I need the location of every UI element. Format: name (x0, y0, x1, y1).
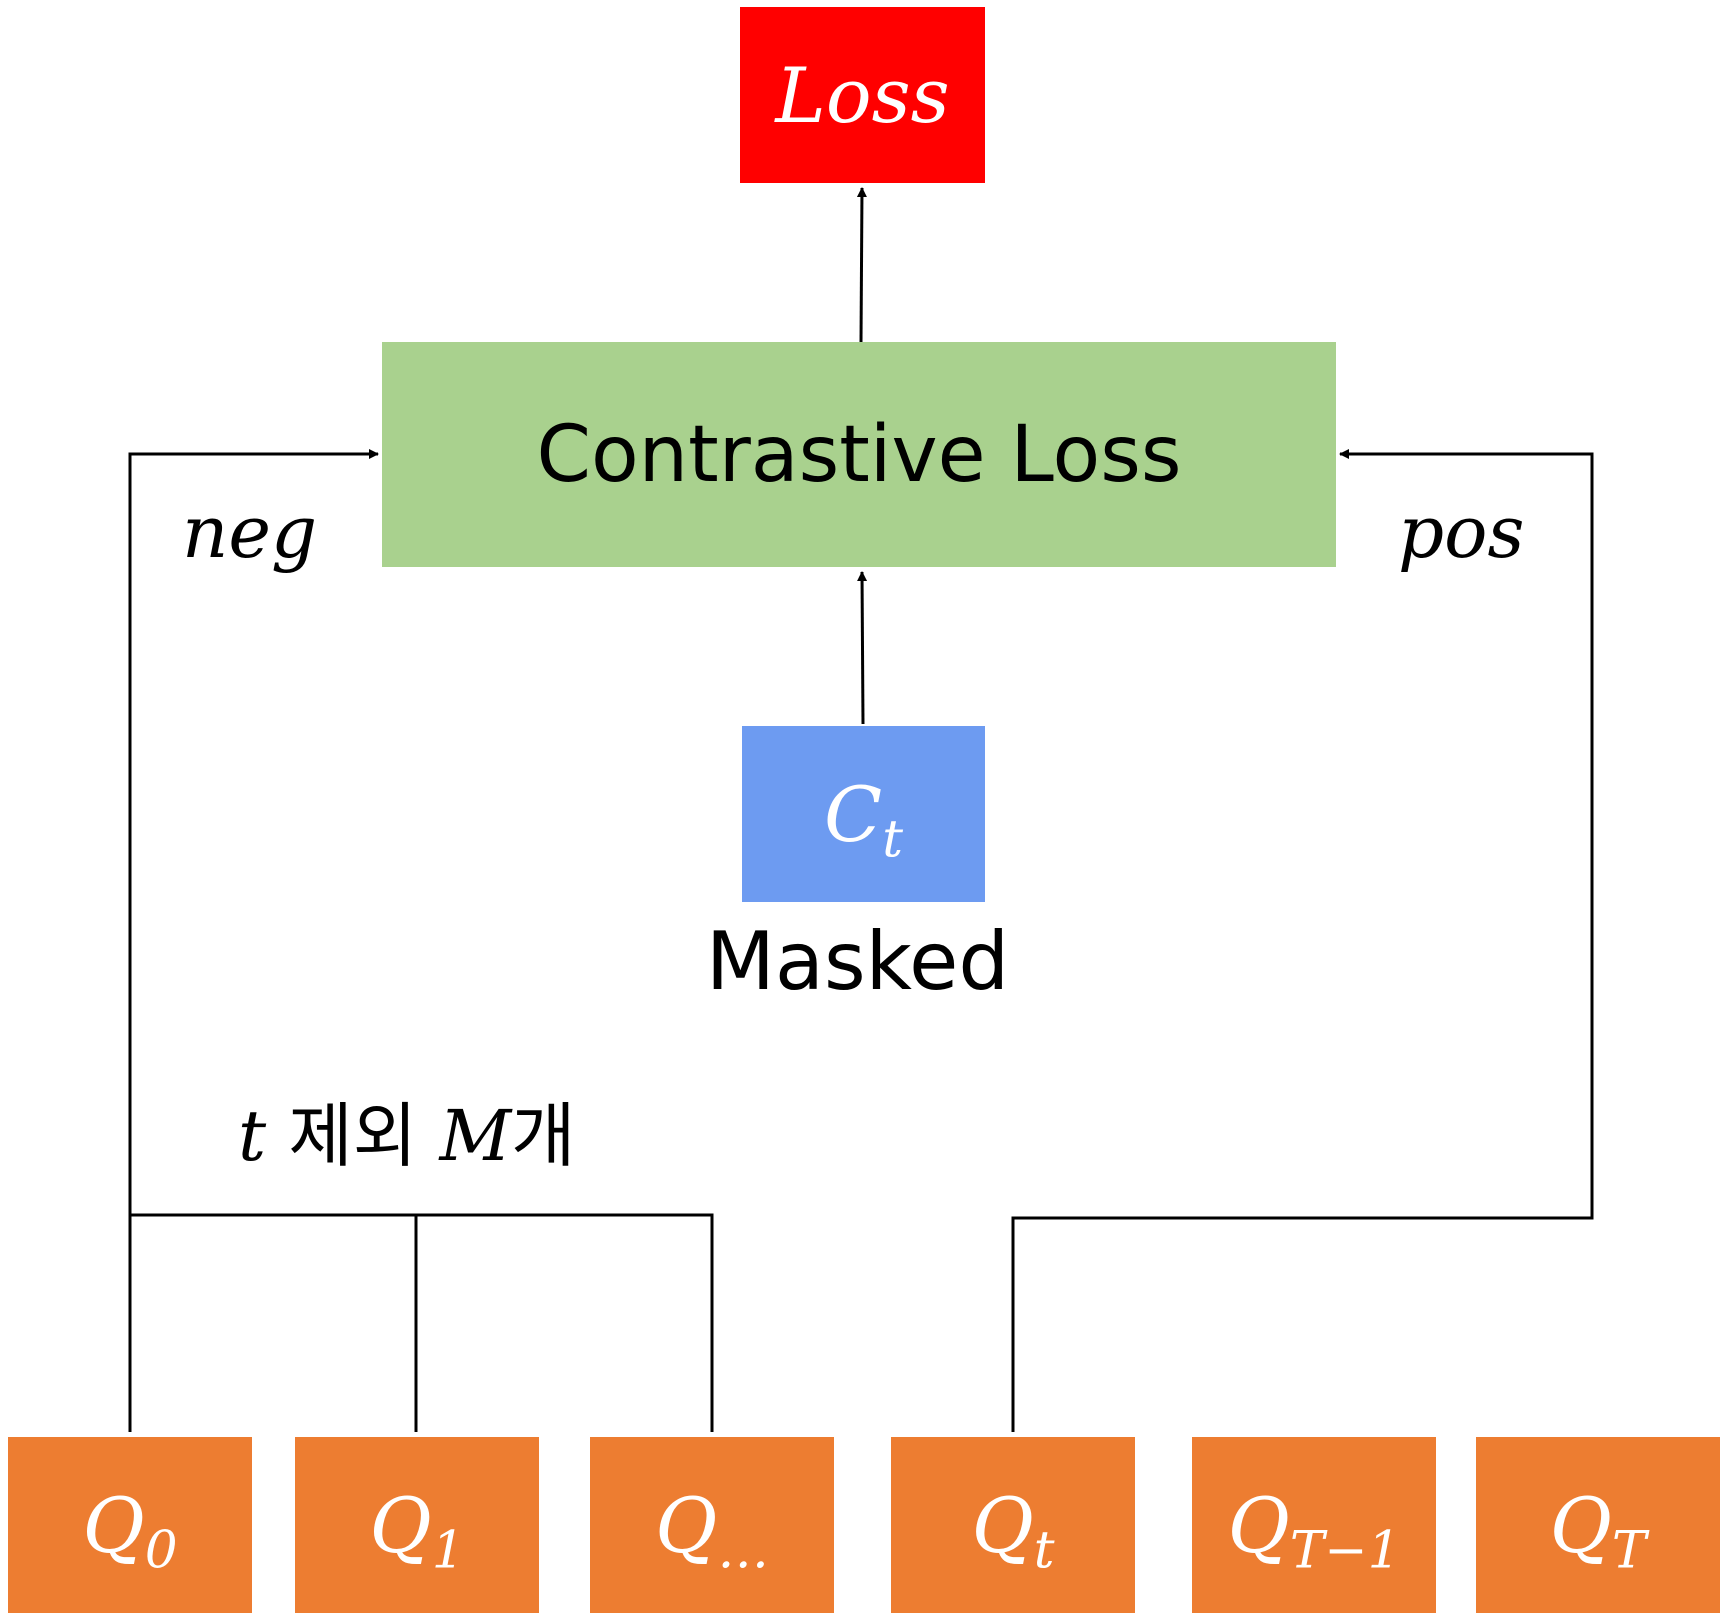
context-vector-box: Ct (742, 726, 985, 902)
loss-label: Loss (775, 50, 950, 140)
pos-label: pos (1398, 490, 1525, 574)
negative-sampling-note: t 제외 M개 (238, 1095, 576, 1177)
quantized-box-q-ellipsis: Q… (590, 1437, 834, 1613)
contrastive-loss-box: Contrastive Loss (382, 342, 1336, 567)
pos-arrow-line (1011, 449, 1594, 1432)
quantized-box-qt: Qt (891, 1437, 1135, 1613)
neg-label: neg (182, 490, 318, 574)
contrastive-loss-label: Contrastive Loss (536, 409, 1182, 500)
neg-arrow-line (128, 449, 379, 1215)
context-vector-label: Ct (824, 769, 903, 869)
quantized-box-qT: QT (1476, 1437, 1720, 1613)
quantized-box-qt-minus-1: QT−1 (1192, 1437, 1436, 1613)
arrow-context-to-contrastive (857, 571, 868, 725)
masked-caption: Masked (705, 915, 1010, 1008)
loss-box: Loss (740, 7, 985, 183)
neg-branch-line (128, 1213, 714, 1432)
quantized-box-q0: Q0 (8, 1437, 252, 1613)
quantized-box-q1: Q1 (295, 1437, 539, 1613)
arrow-contrastive-to-loss (856, 187, 867, 343)
